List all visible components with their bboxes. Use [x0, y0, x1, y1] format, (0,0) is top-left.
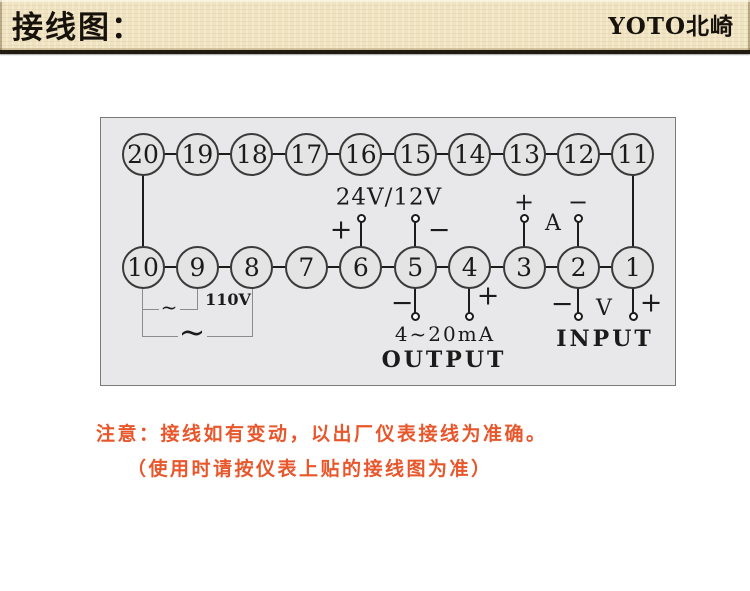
- terminal-6: 6: [339, 245, 383, 289]
- voltage-input-plus-sign: +: [639, 287, 663, 319]
- aux-power-minus-sign: −: [427, 214, 451, 246]
- wire-terminal11-to-terminal1: [632, 154, 634, 267]
- bottom-row-bus-wire: [143, 266, 633, 268]
- output-title-label: OUTPUT: [381, 347, 507, 373]
- terminal-7: 7: [284, 245, 328, 289]
- terminal-20: 20: [121, 132, 165, 176]
- terminal-19: 19: [175, 132, 219, 176]
- pin-dot: [573, 214, 583, 223]
- terminal-15: 15: [393, 132, 437, 176]
- pin-dot: [628, 312, 638, 321]
- note-line-1: 注意：接线如有变动，以出厂仪表接线为准确。: [96, 424, 548, 445]
- page-title: 接线图：: [12, 9, 144, 46]
- terminal-5: 5: [393, 245, 437, 289]
- note-line-2: （使用时请按仪表上贴的接线图为准）: [127, 459, 493, 480]
- mains-wire-segment-right: [207, 336, 253, 337]
- terminal-1: 1: [611, 245, 655, 289]
- terminal-16: 16: [339, 132, 383, 176]
- terminal-10: 10: [121, 245, 165, 289]
- terminal-11: 11: [611, 132, 655, 176]
- output-range-label: 4~20mA: [394, 322, 496, 346]
- current-input-minus-sign: −: [567, 188, 589, 216]
- voltage-input-unit-label: V: [596, 296, 612, 321]
- aux-power-plus-sign: +: [329, 214, 353, 246]
- pin-wire: [632, 288, 634, 313]
- pin-wire: [414, 222, 416, 247]
- terminal-2: 2: [557, 245, 601, 289]
- terminal-17: 17: [284, 132, 328, 176]
- input-title-label: INPUT: [556, 326, 654, 352]
- ac-tilde-symbol-large: ~: [178, 313, 206, 351]
- terminal-8: 8: [230, 245, 274, 289]
- pin-wire: [523, 222, 525, 247]
- pin-dot: [519, 214, 529, 223]
- mains-voltage-label: 110V: [205, 290, 251, 309]
- pin-dot: [356, 214, 366, 223]
- terminal-12: 12: [557, 132, 601, 176]
- aux-power-label: 24V/12V: [335, 184, 443, 211]
- mains-wire-to-terminal8: [252, 288, 253, 337]
- note: 注意：接线如有变动，以出厂仪表接线为准确。 （使用时请按仪表上贴的接线图为准）: [96, 419, 548, 481]
- terminal-4: 4: [448, 245, 492, 289]
- mains-wire-from-terminal10: [142, 288, 143, 337]
- terminal-14: 14: [448, 132, 492, 176]
- wire-terminal20-to-terminal10: [142, 154, 144, 267]
- pin-wire: [414, 288, 416, 313]
- terminal-3: 3: [502, 245, 546, 289]
- current-input-unit-label: A: [545, 211, 561, 236]
- mains-wire-to-terminal9: [197, 288, 198, 310]
- pin-wire: [577, 222, 579, 247]
- pin-dot: [410, 312, 420, 321]
- terminal-9: 9: [175, 245, 219, 289]
- pin-wire: [577, 288, 579, 313]
- mains-110v-wire-segment-left: [143, 309, 159, 310]
- ac-tilde-symbol-small: ~: [160, 295, 178, 319]
- top-row-bus-wire: [143, 153, 633, 155]
- pin-wire: [360, 222, 362, 247]
- terminal-13: 13: [502, 132, 546, 176]
- header-bar: 接线图： YOTO北崎: [0, 0, 750, 54]
- pin-dot: [410, 214, 420, 223]
- pin-dot: [573, 312, 583, 321]
- terminal-18: 18: [230, 132, 274, 176]
- brand-logo-text: YOTO北崎: [608, 13, 734, 40]
- mains-110v-wire-segment-right: [180, 309, 198, 310]
- current-input-plus-sign: +: [513, 188, 535, 216]
- pin-wire: [468, 288, 470, 313]
- pin-dot: [464, 312, 474, 321]
- output-plus-sign: +: [476, 280, 500, 312]
- output-minus-sign: −: [390, 287, 414, 319]
- mains-wire-segment-left: [143, 336, 178, 337]
- voltage-input-minus-sign: −: [550, 288, 574, 320]
